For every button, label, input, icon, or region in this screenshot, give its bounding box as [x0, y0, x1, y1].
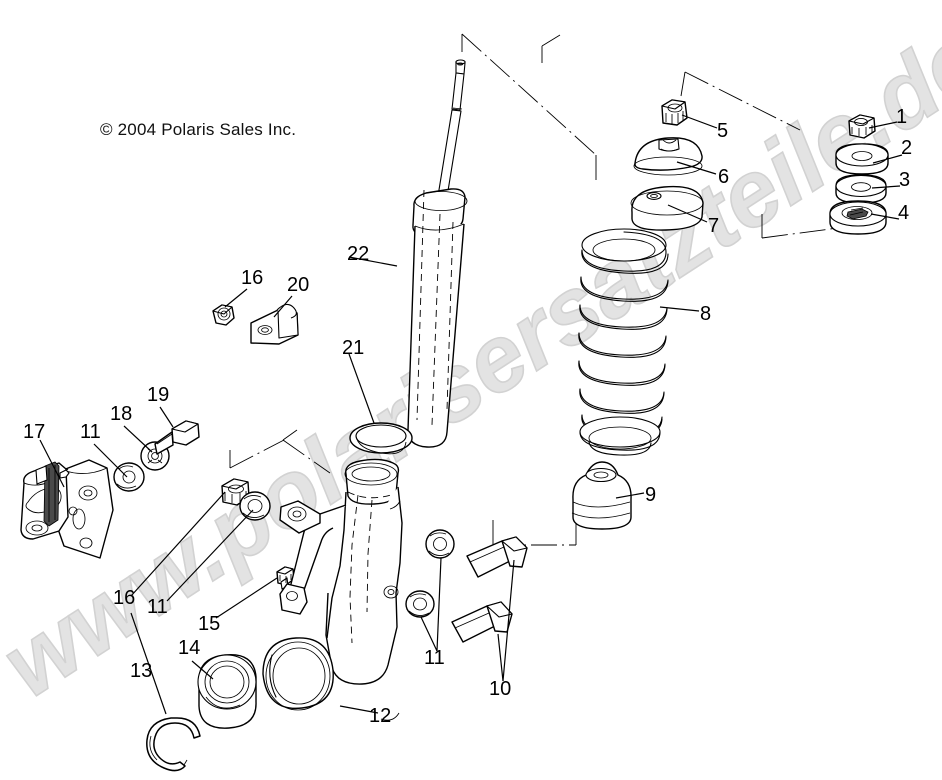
part-washer-3	[835, 174, 887, 204]
copyright-notice: © 2004 Polaris Sales Inc.	[100, 120, 297, 139]
callout-16-mid: 16	[113, 587, 136, 609]
callout-16-upper: 16	[241, 267, 264, 289]
part-bolt-19	[154, 420, 200, 455]
part-grease-fitting	[276, 566, 295, 590]
callout-12: 12	[369, 705, 392, 727]
part-shock-absorber	[407, 59, 468, 448]
part-washer-11-mid	[239, 491, 271, 521]
callout-18: 18	[110, 403, 133, 425]
part-snap-ring	[146, 717, 201, 772]
callout-9: 9	[645, 484, 657, 506]
callout-22: 22	[347, 243, 370, 265]
callout-11-caliper: 11	[80, 421, 101, 443]
callout-8: 8	[700, 303, 712, 325]
callout-14: 14	[178, 637, 201, 659]
watermark: www.polarisersatzteile.de	[0, 4, 942, 718]
part-washer-11-caliper	[113, 462, 145, 492]
callout-11-mid: 11	[147, 596, 168, 618]
part-spring-cap	[633, 137, 703, 176]
part-brake-caliper	[20, 459, 114, 559]
part-bushing-4	[829, 200, 887, 235]
part-wheel-bearing	[197, 653, 257, 729]
part-brake-line-clamp	[250, 303, 299, 345]
part-washer-11b-bottom	[405, 590, 435, 618]
callout-4: 4	[898, 202, 910, 224]
callout-5: 5	[717, 120, 729, 142]
callout-21: 21	[342, 337, 365, 359]
callout-1: 1	[896, 106, 908, 128]
callout-15: 15	[198, 613, 221, 635]
part-bolt-10a	[466, 536, 528, 578]
callout-11-bottom: 11	[424, 647, 445, 669]
part-seal-ring	[349, 422, 413, 455]
svg-text:www.polarisersatzteile.de: www.polarisersatzteile.de	[0, 5, 942, 717]
part-upper-spring-seat	[630, 185, 704, 231]
callout-3: 3	[899, 169, 911, 191]
callout-20: 20	[287, 274, 310, 296]
callout-leader-lines	[39, 114, 903, 715]
callout-10: 10	[489, 678, 512, 700]
part-coil-spring	[578, 228, 669, 456]
part-bump-stop	[571, 461, 632, 530]
part-nut-1	[848, 114, 876, 139]
part-lock-nut	[661, 99, 688, 126]
part-nut-upper	[212, 304, 235, 326]
callout-2: 2	[901, 137, 913, 159]
part-washer-2	[835, 143, 889, 175]
part-bolt-10b	[451, 601, 513, 643]
part-steering-knuckle	[262, 458, 403, 721]
part-washer-11a-bottom	[425, 529, 455, 559]
callout-6: 6	[718, 166, 730, 188]
callout-7: 7	[708, 215, 720, 237]
callout-13: 13	[130, 660, 153, 682]
callout-19: 19	[147, 384, 170, 406]
callout-17: 17	[23, 421, 46, 443]
